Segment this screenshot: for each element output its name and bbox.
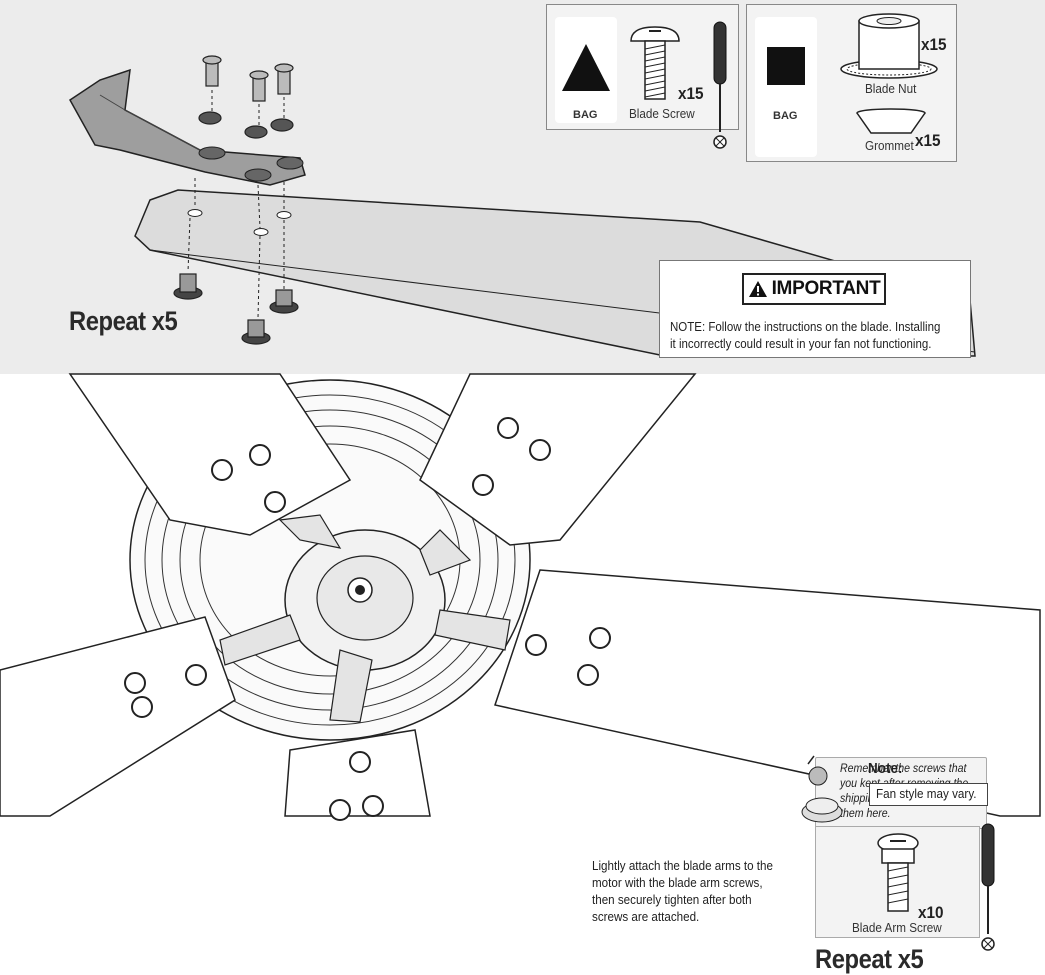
blade-nut-icon (840, 13, 938, 79)
important-title: IMPORTANT (771, 278, 881, 299)
square-bag-icon (767, 47, 805, 85)
warning-icon (748, 281, 767, 297)
fan-motor-illustration (0, 373, 1041, 821)
important-title-frame: IMPORTANT (742, 273, 886, 305)
screwdriver-icon (981, 823, 995, 951)
blade-nut-grommet-parts-box: BAG x15 Blade Nut Grommet x15 (746, 4, 957, 162)
bag-card-triangle: BAG (555, 17, 617, 123)
step-bottom-panel: Remember the screws that you kept after … (0, 373, 1045, 974)
note-label: Note: (868, 760, 903, 777)
grommet-label: Grommet (865, 138, 914, 153)
repeat-label-top: Repeat x5 (69, 306, 178, 336)
grommet-icon (856, 108, 926, 134)
bag-card-square: BAG (755, 17, 817, 157)
blade-screw-qty: x15 (678, 84, 704, 103)
bag-label: BAG (573, 109, 598, 121)
grommet-qty: x15 (915, 131, 941, 150)
blade-nut-label: Blade Nut (865, 81, 917, 96)
bag-label: BAG (773, 110, 798, 122)
blade-nut-qty: x15 (921, 35, 947, 54)
shipping-block-icon (801, 755, 843, 823)
important-callout: IMPORTANT NOTE: Follow the instructions … (659, 260, 971, 358)
note-text: Fan style may vary. (876, 786, 977, 801)
blade-arm-screw-label: Blade Arm Screw (852, 920, 942, 935)
blade-arm-screw-parts-box: x10 Blade Arm Screw (815, 826, 980, 938)
blade-screw-icon (630, 26, 680, 100)
important-note: NOTE: Follow the instructions on the bla… (670, 320, 941, 351)
triangle-bag-icon (562, 44, 610, 91)
blade-screw-label: Blade Screw (629, 106, 695, 121)
screwdriver-icon (713, 21, 727, 149)
repeat-label-bottom: Repeat x5 (815, 944, 924, 974)
instruction-text: Lightly attach the blade arms to the mot… (592, 859, 773, 924)
note-box: Fan style may vary. (869, 783, 988, 806)
blade-screw-parts-box: BAG x15 Blade Screw (546, 4, 739, 130)
step-top-panel: Repeat x5 BAG x15 Blade Screw (0, 0, 1045, 374)
